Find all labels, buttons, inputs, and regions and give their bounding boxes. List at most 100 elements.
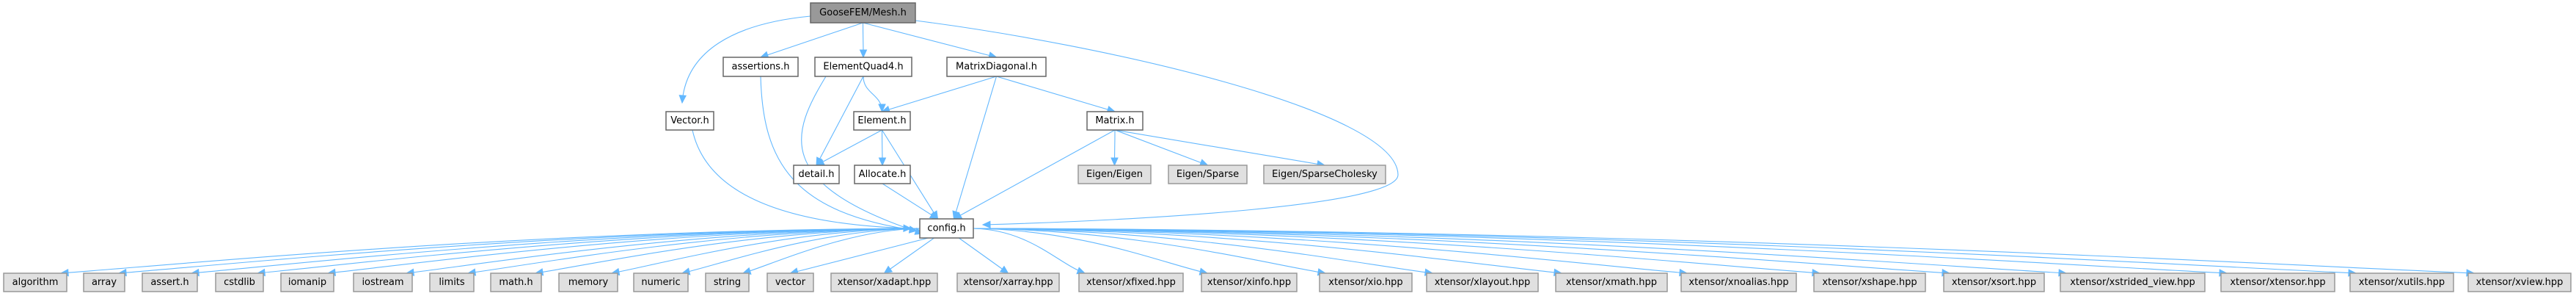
edge-allocate-to-config-arrowhead bbox=[929, 211, 939, 220]
node-box bbox=[1077, 165, 1152, 184]
edge-config-to-memory bbox=[611, 228, 921, 274]
edge-config-to-vectorstd bbox=[790, 237, 929, 274]
node-box bbox=[956, 272, 1060, 292]
edge-mesh-to-elementquad4-arrowhead bbox=[859, 49, 868, 59]
edge-element-to-allocate-arrowhead bbox=[878, 157, 887, 167]
node-xarray[interactable]: xtensor/xarray.hpp bbox=[956, 272, 1060, 292]
node-box bbox=[946, 57, 1047, 77]
node-detail[interactable]: detail.h bbox=[793, 165, 840, 184]
node-box bbox=[1426, 272, 1539, 292]
node-xsort[interactable]: xtensor/xsort.hpp bbox=[1943, 272, 2045, 292]
node-config[interactable]: config.h bbox=[919, 218, 974, 239]
node-box bbox=[2060, 272, 2206, 292]
edge-mesh-to-vector-arrowhead bbox=[678, 95, 687, 104]
node-label: Eigen/Sparse bbox=[1177, 169, 1239, 180]
node-label: xtensor/xview.hpp bbox=[2476, 277, 2564, 288]
node-box bbox=[814, 57, 912, 77]
edge-config-to-string bbox=[742, 228, 921, 274]
node-label: xtensor/xtensor.hpp bbox=[2230, 277, 2325, 288]
node-box bbox=[830, 272, 938, 292]
node-xadapt[interactable]: xtensor/xadapt.hpp bbox=[830, 272, 938, 292]
node-array[interactable]: array bbox=[83, 272, 125, 292]
node-label: xtensor/xutils.hpp bbox=[2359, 277, 2445, 288]
node-box bbox=[490, 272, 542, 292]
node-eigen-eigen[interactable]: Eigen/Eigen bbox=[1077, 165, 1152, 184]
edge-allocate-to-config bbox=[882, 183, 938, 220]
node-xnoalias[interactable]: xtensor/xnoalias.hpp bbox=[1680, 272, 1797, 292]
edge-config-to-xinfo bbox=[973, 228, 1208, 274]
edge-config-to-limits bbox=[467, 228, 921, 274]
node-xinfo[interactable]: xtensor/xinfo.hpp bbox=[1201, 272, 1298, 292]
node-label: array bbox=[92, 277, 117, 288]
node-box bbox=[1943, 272, 2045, 292]
node-label: numeric bbox=[641, 277, 680, 288]
node-matrixdiagonal[interactable]: MatrixDiagonal.h bbox=[946, 57, 1047, 77]
node-cstdlib[interactable]: cstdlib bbox=[215, 272, 264, 292]
node-box bbox=[1086, 111, 1144, 131]
edge-config-to-array bbox=[118, 228, 921, 274]
node-vectorstd[interactable]: vector bbox=[766, 272, 814, 292]
node-box bbox=[919, 218, 974, 239]
edge-config-to-iomanip bbox=[327, 228, 921, 274]
edge-mesh-to-matrixdiagonal bbox=[863, 22, 997, 58]
node-numeric[interactable]: numeric bbox=[633, 272, 689, 292]
node-label: xtensor/xsort.hpp bbox=[1952, 277, 2036, 288]
edge-matrix-to-eigen_sparsecholesky bbox=[1114, 129, 1325, 166]
edge-config-to-xtensor bbox=[973, 228, 2228, 274]
node-algorithm[interactable]: algorithm bbox=[3, 272, 67, 292]
node-string[interactable]: string bbox=[705, 272, 750, 292]
node-allocate[interactable]: Allocate.h bbox=[854, 165, 911, 184]
node-box bbox=[793, 165, 840, 184]
node-element[interactable]: Element.h bbox=[853, 111, 911, 131]
node-iostream[interactable]: iostream bbox=[353, 272, 413, 292]
node-xview[interactable]: xtensor/xview.hpp bbox=[2467, 272, 2572, 292]
node-elementquad4[interactable]: ElementQuad4.h bbox=[814, 57, 912, 77]
node-eigen-sparsecholesky[interactable]: Eigen/SparseCholesky bbox=[1263, 165, 1386, 184]
node-label: xtensor/xmath.hpp bbox=[1566, 277, 1657, 288]
node-xstrided-view[interactable]: xtensor/xstrided_view.hpp bbox=[2060, 272, 2206, 292]
edge-matrixdiagonal-to-config bbox=[953, 76, 998, 220]
edge-config-to-xadapt bbox=[884, 237, 934, 274]
edge-matrix-to-eigen_sparse bbox=[1114, 129, 1208, 166]
node-vector[interactable]: Vector.h bbox=[665, 111, 714, 131]
node-box bbox=[1263, 165, 1386, 184]
node-box bbox=[1680, 272, 1797, 292]
edge-config-to-xview bbox=[973, 228, 2475, 274]
node-label: Eigen/Eigen bbox=[1086, 169, 1143, 180]
node-xmath[interactable]: xtensor/xmath.hpp bbox=[1555, 272, 1668, 292]
node-box bbox=[280, 272, 334, 292]
node-limits[interactable]: limits bbox=[429, 272, 475, 292]
node-box bbox=[1319, 272, 1413, 292]
node-eigen-sparse[interactable]: Eigen/Sparse bbox=[1168, 165, 1248, 184]
node-label: assertions.h bbox=[732, 62, 790, 73]
node-box bbox=[1201, 272, 1298, 292]
node-mesh[interactable]: GooseFEM/Mesh.h bbox=[810, 2, 916, 24]
node-box bbox=[142, 272, 198, 292]
node-assertions[interactable]: assertions.h bbox=[722, 57, 799, 77]
node-xshape[interactable]: xtensor/xshape.hpp bbox=[1813, 272, 1926, 292]
node-xio[interactable]: xtensor/xio.hpp bbox=[1319, 272, 1413, 292]
node-matrix[interactable]: Matrix.h bbox=[1086, 111, 1144, 131]
edge-matrixdiagonal-to-element bbox=[882, 76, 997, 112]
node-assert[interactable]: assert.h bbox=[142, 272, 198, 292]
node-iomanip[interactable]: iomanip bbox=[280, 272, 334, 292]
node-box bbox=[1813, 272, 1926, 292]
node-label: assert.h bbox=[150, 277, 189, 288]
node-label: xtensor/xlayout.hpp bbox=[1435, 277, 1531, 288]
node-xtensor[interactable]: xtensor/xtensor.hpp bbox=[2220, 272, 2335, 292]
node-math[interactable]: math.h bbox=[490, 272, 542, 292]
edge-config-to-xmath bbox=[973, 228, 1562, 274]
node-box bbox=[633, 272, 689, 292]
node-memory[interactable]: memory bbox=[558, 272, 618, 292]
node-box bbox=[705, 272, 750, 292]
node-label: xtensor/xfixed.hpp bbox=[1086, 277, 1176, 288]
edge-config-to-xio bbox=[973, 228, 1326, 274]
node-xlayout[interactable]: xtensor/xlayout.hpp bbox=[1426, 272, 1539, 292]
edge-mesh-to-vector bbox=[681, 15, 811, 104]
edge-element-to-detail bbox=[816, 129, 882, 166]
node-label: limits bbox=[439, 277, 465, 288]
edge-elementquad4-to-element bbox=[863, 76, 883, 112]
edge-config-to-numeric bbox=[681, 228, 921, 274]
node-xfixed[interactable]: xtensor/xfixed.hpp bbox=[1078, 272, 1184, 292]
node-xutils[interactable]: xtensor/xutils.hpp bbox=[2349, 272, 2454, 292]
